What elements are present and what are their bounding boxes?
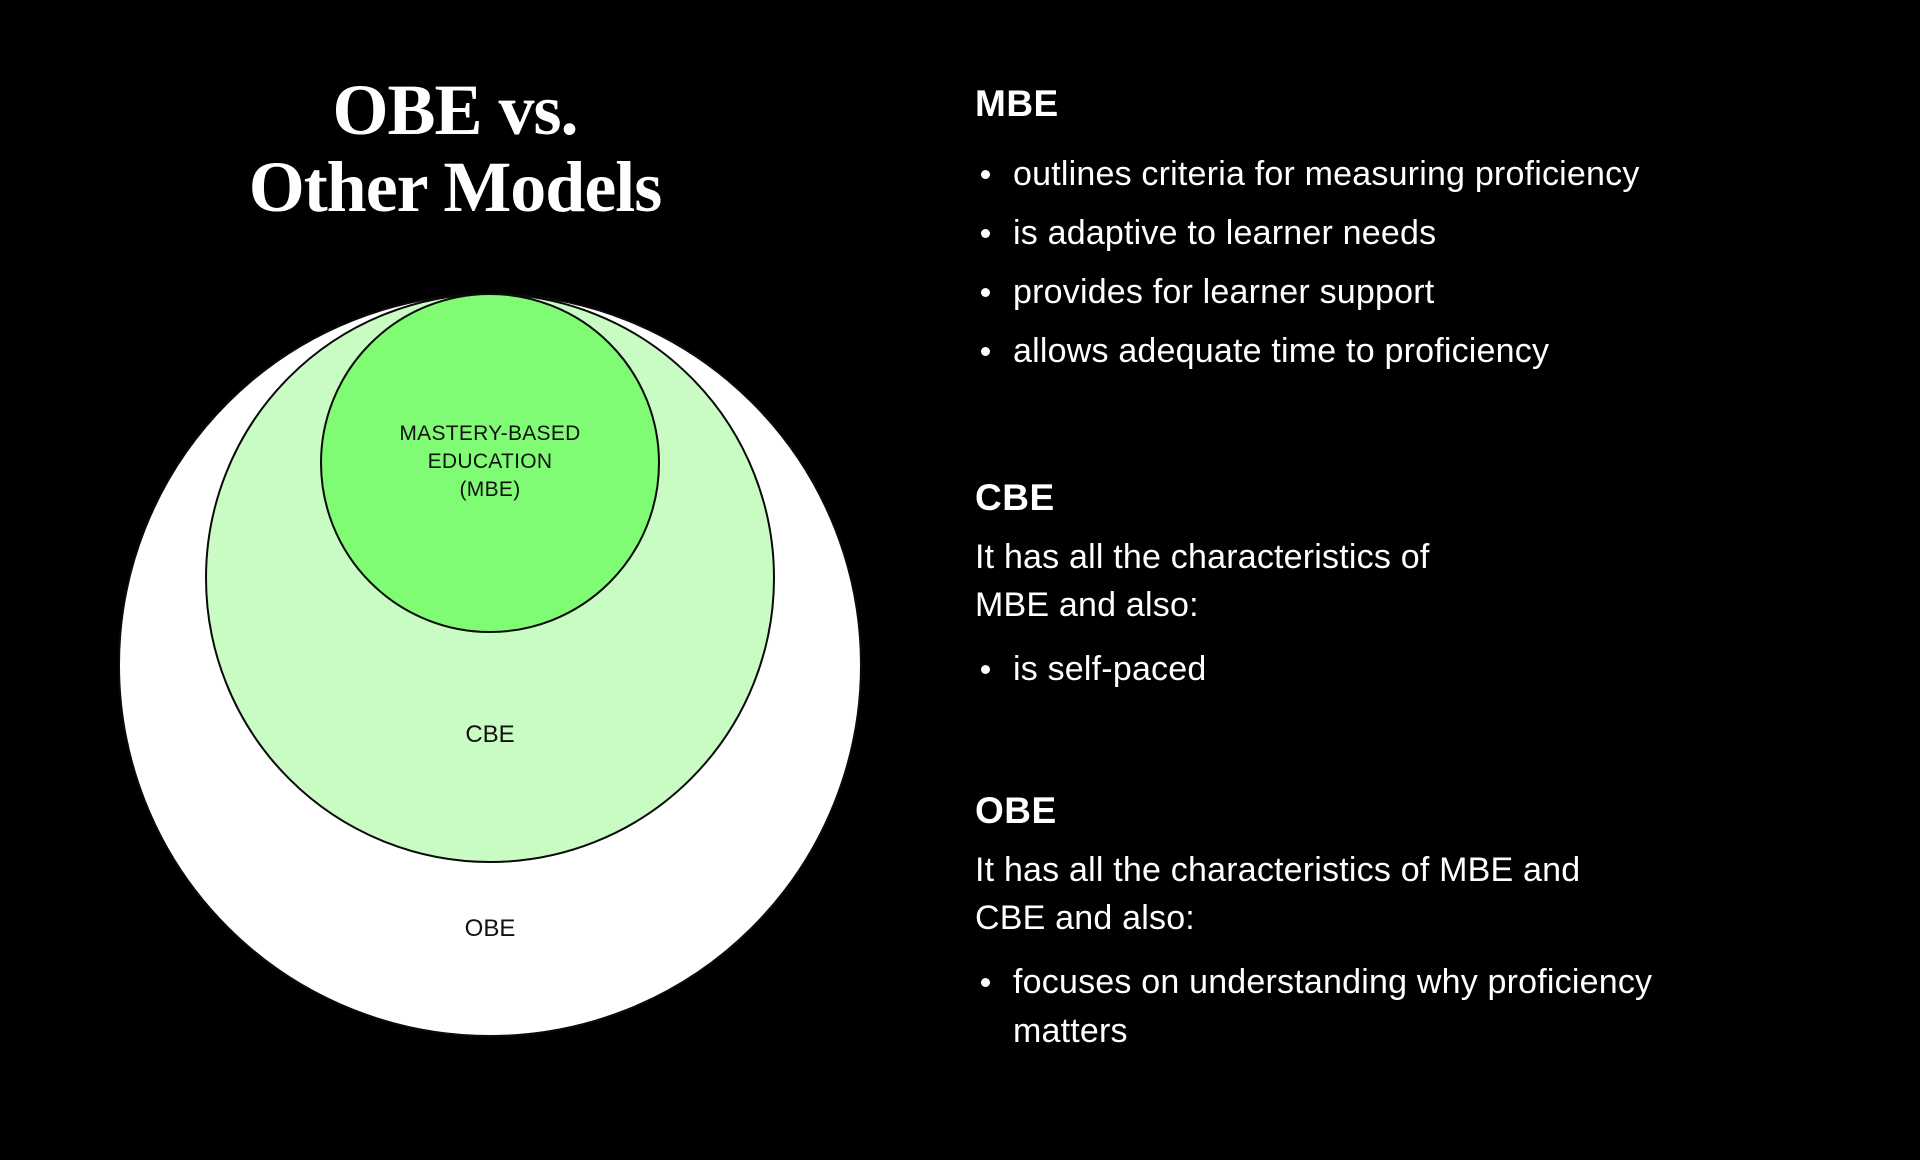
description-column: MBE outlines criteria for measuring prof… <box>975 82 1855 1056</box>
intro-line: It has all the characteristics of MBE an… <box>975 851 1581 889</box>
cbe-bullet-list: is self-paced <box>975 645 1855 694</box>
mbe-circle-label-line1: MASTERY-BASED <box>399 422 581 445</box>
bullet-dot <box>981 170 990 179</box>
bullet-text: matters <box>1013 1012 1128 1050</box>
obe-section-heading: OBE <box>975 790 1057 831</box>
cbe-section-intro: It has all the characteristics of MBE an… <box>975 533 1855 629</box>
mbe-circle-label: MASTERY-BASED EDUCATION (MBE) <box>340 420 640 504</box>
bullet-text: is self-paced <box>1013 650 1207 688</box>
slide-title-line2: Other Models <box>248 147 663 227</box>
list-item: outlines criteria for measuring proficie… <box>975 145 1855 204</box>
bullet-dot <box>981 978 990 987</box>
obe-circle-label: OBE <box>464 915 516 942</box>
cbe-section: CBE It has all the characteristics of MB… <box>975 476 1855 694</box>
mbe-section-heading: MBE <box>975 83 1059 124</box>
slide-title: OBE vs. Other Models <box>130 72 780 226</box>
list-item: provides for learner support <box>975 263 1855 322</box>
bullet-text: provides for learner support <box>1013 273 1435 311</box>
slide-title-line1: OBE vs. <box>332 70 578 150</box>
intro-line: MBE and also: <box>975 586 1199 624</box>
bullet-text: is adaptive to learner needs <box>1013 214 1437 252</box>
mbe-section: MBE outlines criteria for measuring prof… <box>975 82 1855 381</box>
bullet-dot <box>981 229 990 238</box>
bullet-dot <box>981 288 990 297</box>
venn-diagram: MASTERY-BASED EDUCATION (MBE) CBE OBE <box>118 293 862 1037</box>
list-item: allows adequate time to proficiency <box>975 322 1855 381</box>
list-item: is adaptive to learner needs <box>975 204 1855 263</box>
list-item: focuses on understanding why proficiency… <box>975 958 1855 1056</box>
intro-line: CBE and also: <box>975 899 1195 937</box>
cbe-circle-label: CBE <box>465 721 515 748</box>
cbe-section-heading: CBE <box>975 477 1055 518</box>
bullet-dot <box>981 665 990 674</box>
bullet-text: allows adequate time to proficiency <box>1013 332 1550 370</box>
list-item: is self-paced <box>975 645 1855 694</box>
bullet-text: outlines criteria for measuring proficie… <box>1013 155 1640 193</box>
mbe-circle-label-line3: (MBE) <box>459 478 521 501</box>
obe-section: OBE It has all the characteristics of MB… <box>975 789 1855 1056</box>
intro-line: It has all the characteristics of <box>975 538 1430 576</box>
mbe-circle <box>320 293 660 633</box>
bullet-dot <box>981 347 990 356</box>
obe-bullet-list: focuses on understanding why proficiency… <box>975 958 1855 1056</box>
mbe-bullet-list: outlines criteria for measuring proficie… <box>975 145 1855 381</box>
bullet-text: focuses on understanding why proficiency <box>1013 963 1653 1001</box>
mbe-circle-label-line2: EDUCATION <box>427 450 553 473</box>
obe-section-intro: It has all the characteristics of MBE an… <box>975 846 1855 942</box>
